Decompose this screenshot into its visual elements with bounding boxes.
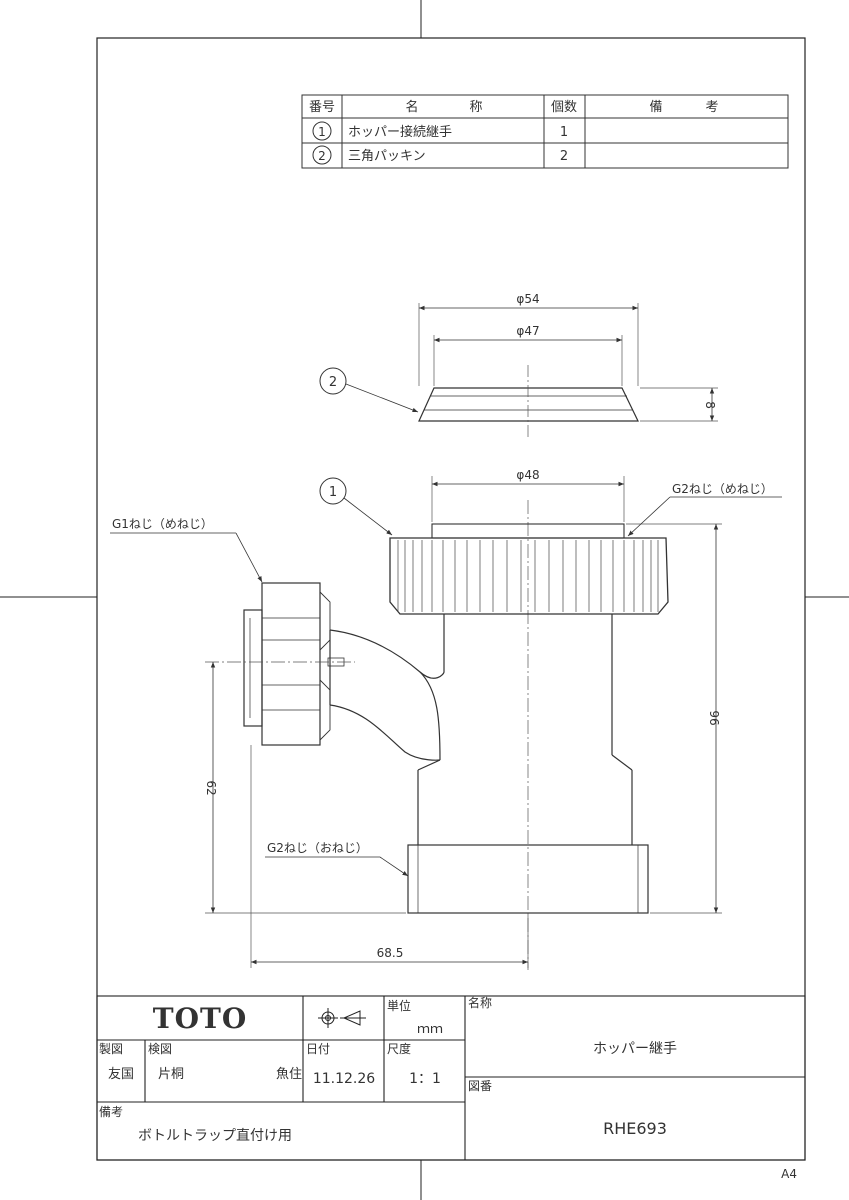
callout-1-circle	[319, 477, 347, 505]
table-header-name-1: 名	[405, 99, 418, 115]
parts-table	[301, 94, 789, 169]
row-2-number: 2	[318, 149, 326, 163]
table-header-remarks-2: 考	[705, 100, 718, 115]
dim-62: 62	[204, 780, 218, 795]
row-1-qty: 1	[560, 125, 568, 140]
body-tube	[417, 614, 633, 845]
title-block	[96, 995, 806, 1161]
table-header-qty: 個数	[551, 100, 577, 115]
drawing-no-label: 図番	[468, 1079, 492, 1093]
unit-value: ｍｍ	[417, 1022, 443, 1037]
table-header-no: 番号	[309, 100, 335, 115]
checked-by-1: 片桐	[158, 1067, 184, 1082]
date-label: 日付	[306, 1042, 330, 1056]
drawing-no: RHE693	[603, 1119, 667, 1138]
label-g2-female: G2ねじ（めねじ）	[672, 482, 773, 496]
label-g1-female: G1ねじ（めねじ）	[112, 517, 213, 531]
side-branch	[329, 629, 445, 761]
name-label: 名称	[468, 995, 492, 1010]
scale-label: 尺度	[387, 1041, 411, 1056]
row-1-number: 1	[318, 125, 326, 139]
checked-by-2: 魚住	[276, 1067, 302, 1082]
row-1-name: ホッパー接続継手	[348, 124, 452, 140]
table-header-name-2: 称	[469, 100, 482, 115]
row-2-qty: 2	[560, 149, 568, 164]
table-header-remarks-1: 備	[649, 99, 662, 115]
sheet-border	[96, 37, 806, 1161]
drawn-label: 製図	[99, 1042, 123, 1056]
row-2-name: 三角パッキン	[348, 149, 426, 164]
triangle-gasket	[418, 387, 639, 422]
side-nut	[243, 582, 345, 746]
drawn-by: 友国	[108, 1066, 134, 1082]
remarks-label: 備考	[99, 1104, 123, 1119]
date-value: 11.12.26	[313, 1071, 375, 1087]
scale-value: 1：1	[409, 1071, 441, 1087]
label-g2-male: G2ねじ（おねじ）	[267, 841, 368, 855]
unit-label: 単位	[387, 998, 411, 1013]
dim-68-5: 68.5	[377, 946, 404, 960]
toto-logo: TOTO	[153, 1002, 247, 1035]
dim-phi48: φ48	[516, 468, 539, 482]
name-value: ホッパー継手	[593, 1041, 677, 1057]
knurling-lines	[397, 540, 659, 612]
checked-label: 検図	[148, 1042, 172, 1056]
row-number-circle	[312, 145, 332, 165]
male-thread	[407, 844, 649, 914]
callout-2: 2	[329, 375, 337, 390]
dim-96: 96	[707, 710, 721, 725]
row-number-circle	[312, 121, 332, 141]
knurled-nut	[389, 537, 669, 615]
remarks-value: ボトルトラップ直付け用	[138, 1127, 292, 1144]
paper-size: A4	[781, 1167, 797, 1181]
callout-1: 1	[329, 485, 337, 500]
dim-phi47: φ47	[516, 324, 539, 338]
projection-symbol-icon	[318, 1008, 366, 1028]
callout-2-circle	[319, 367, 347, 395]
dim-8: 8	[703, 401, 717, 409]
dim-phi54: φ54	[516, 292, 539, 306]
